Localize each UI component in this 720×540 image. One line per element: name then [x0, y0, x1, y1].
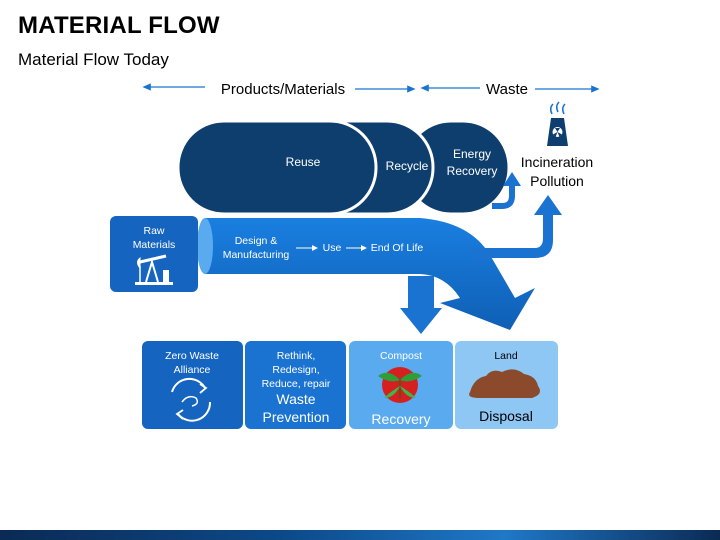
raw-materials-box: [110, 216, 198, 292]
waste-label: Waste: [486, 81, 528, 98]
alliance-label: Alliance: [174, 364, 211, 376]
use-label: Use: [323, 242, 342, 254]
compost-plant-icon: [378, 367, 422, 403]
pollution-label: Pollution: [530, 173, 584, 189]
design-label: Design &: [235, 235, 278, 247]
recovery-label: Recovery: [371, 411, 430, 427]
waste-arrow: [420, 84, 600, 93]
waste-prevention-line1: Waste: [276, 391, 315, 407]
footer-bar: [0, 530, 720, 540]
waste-prevention-box: [245, 341, 346, 429]
page-subtitle: Material Flow Today: [18, 50, 169, 69]
recycle-label: Recycle: [386, 159, 429, 173]
recovery-label: Recovery: [447, 164, 498, 178]
redesign-label: Redesign,: [272, 364, 319, 376]
zero-waste-alliance-box: [142, 341, 243, 429]
materials-label: Materials: [133, 239, 176, 251]
raw-label: Raw: [143, 225, 164, 237]
recycle-hands-icon: [171, 377, 212, 422]
land-label: Land: [494, 350, 518, 362]
reduce-repair-label: Reduce, repair: [262, 378, 331, 390]
waste-prevention-line2: Prevention: [263, 409, 330, 425]
manufacturing-label: Manufacturing: [223, 249, 290, 261]
land-pile-icon: [469, 369, 540, 398]
oil-pump-icon: [135, 254, 173, 285]
page-title: MATERIAL FLOW: [18, 12, 220, 39]
compost-label: Compost: [380, 350, 422, 362]
end-of-life-label: End Of Life: [371, 242, 424, 254]
incineration-plant-icon: [547, 101, 568, 146]
zero-waste-label: Zero Waste: [165, 350, 219, 362]
products-materials-label: Products/Materials: [221, 81, 345, 98]
incineration-label: Incineration: [521, 154, 593, 170]
reuse-label: Reuse: [286, 155, 321, 169]
energy-to-incineration-arrowhead: [503, 172, 521, 186]
main-flow-pipe: [197, 195, 562, 334]
rethink-label: Rethink,: [277, 350, 316, 362]
energy-to-incineration-arrow: [492, 184, 515, 209]
energy-label: Energy: [453, 147, 491, 161]
reuse-loop: [176, 119, 378, 216]
disposal-label: Disposal: [479, 408, 533, 424]
products-arrow: [142, 83, 416, 93]
